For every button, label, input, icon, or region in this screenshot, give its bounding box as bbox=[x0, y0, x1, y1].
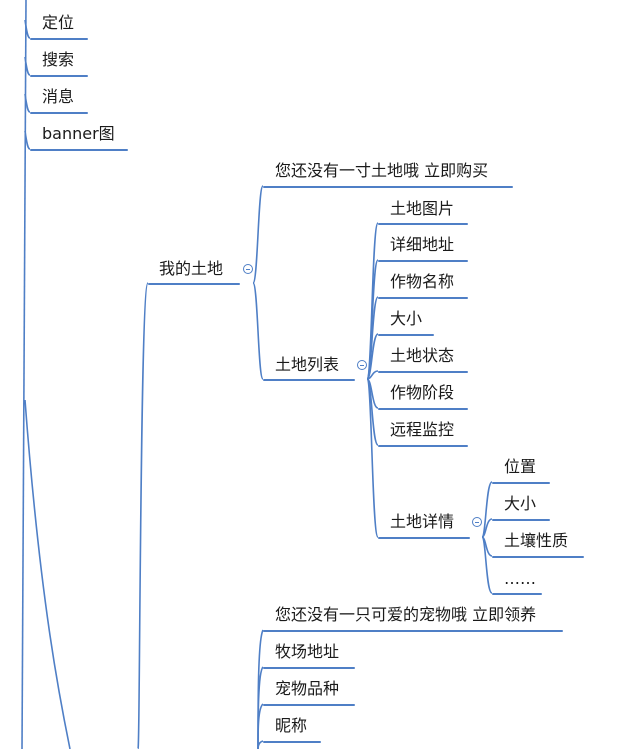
my-land-stem bbox=[137, 282, 149, 749]
node-nickname[interactable]: 昵称 bbox=[275, 716, 308, 735]
node-land-list[interactable]: 土地列表 bbox=[275, 355, 340, 374]
land-details-connector-0 bbox=[481, 481, 493, 538]
node-ranch-address[interactable]: 牧场地址 bbox=[275, 642, 340, 661]
node-search[interactable]: 搜索 bbox=[42, 50, 75, 69]
node-land-details[interactable]: 土地详情 bbox=[390, 512, 455, 531]
root-item-connector-1 bbox=[24, 56, 31, 76]
node-messages[interactable]: 消息 bbox=[42, 87, 75, 106]
node-messages-underline bbox=[30, 112, 88, 114]
node-pet-breed[interactable]: 宠物品种 bbox=[275, 679, 340, 698]
node-my-land-underline bbox=[148, 283, 240, 285]
node-nickname-underline bbox=[263, 741, 321, 743]
root-lower-curve bbox=[24, 399, 71, 749]
root-item-connector-2 bbox=[24, 93, 31, 113]
node-land-status[interactable]: 土地状态 bbox=[390, 346, 455, 365]
node-land-list-underline bbox=[263, 379, 355, 381]
node-crop-name-underline bbox=[378, 297, 468, 299]
pet-connector-3 bbox=[257, 740, 264, 749]
node-crop-stage-underline bbox=[378, 408, 468, 410]
node-pet-empty-prompt-underline bbox=[263, 630, 563, 632]
node-land-photo[interactable]: 土地图片 bbox=[390, 199, 455, 218]
node-land-details-underline bbox=[378, 537, 470, 539]
node-banner-underline bbox=[30, 149, 128, 151]
node-my-land[interactable]: 我的土地 bbox=[159, 259, 224, 278]
pet-connector-2 bbox=[257, 703, 264, 749]
node-soil-property-underline bbox=[492, 556, 584, 558]
node-ellipsis-underline bbox=[492, 593, 542, 595]
node-land-photo-underline bbox=[378, 223, 468, 225]
node-location[interactable]: 定位 bbox=[42, 13, 75, 32]
node-crop-name[interactable]: 作物名称 bbox=[390, 272, 455, 291]
node-location-underline bbox=[30, 38, 88, 40]
node-land-empty-prompt-underline bbox=[263, 186, 513, 188]
root-spine-line bbox=[21, 0, 27, 749]
node-size-detail[interactable]: 大小 bbox=[504, 494, 537, 513]
my-land-connector-1 bbox=[252, 282, 264, 380]
node-ellipsis[interactable]: …… bbox=[504, 569, 536, 588]
node-location-detail-underline bbox=[492, 482, 550, 484]
node-remote-monitoring[interactable]: 远程监控 bbox=[390, 420, 455, 439]
land-details-connector-1 bbox=[481, 518, 493, 538]
land-details-connector-3 bbox=[481, 536, 493, 594]
collapse-my-land-icon[interactable] bbox=[243, 264, 253, 274]
collapse-land-list-icon[interactable] bbox=[357, 360, 367, 370]
node-pet-breed-underline bbox=[263, 704, 355, 706]
node-detailed-address-underline bbox=[378, 260, 468, 262]
node-ranch-address-underline bbox=[263, 667, 355, 669]
node-land-empty-prompt[interactable]: 您还没有一寸土地哦 立即购买 bbox=[275, 161, 489, 180]
node-size[interactable]: 大小 bbox=[390, 309, 423, 328]
root-item-connector-0 bbox=[24, 19, 31, 39]
node-remote-monitoring-underline bbox=[378, 445, 468, 447]
node-crop-stage[interactable]: 作物阶段 bbox=[390, 383, 455, 402]
land-list-connector-7 bbox=[366, 378, 379, 538]
node-soil-property[interactable]: 土壤性质 bbox=[504, 531, 569, 550]
node-search-underline bbox=[30, 75, 88, 77]
node-size-detail-underline bbox=[492, 519, 550, 521]
my-land-connector-0 bbox=[252, 185, 264, 284]
node-land-status-underline bbox=[378, 371, 468, 373]
node-detailed-address[interactable]: 详细地址 bbox=[390, 235, 455, 254]
root-item-connector-3 bbox=[24, 130, 31, 150]
node-location-detail[interactable]: 位置 bbox=[504, 457, 537, 476]
node-banner[interactable]: banner图 bbox=[42, 124, 115, 143]
node-pet-empty-prompt[interactable]: 您还没有一只可爱的宠物哦 立即领养 bbox=[275, 605, 537, 624]
node-size-underline bbox=[378, 334, 434, 336]
land-list-connector-3 bbox=[366, 333, 379, 380]
collapse-land-details-icon[interactable] bbox=[472, 517, 482, 527]
